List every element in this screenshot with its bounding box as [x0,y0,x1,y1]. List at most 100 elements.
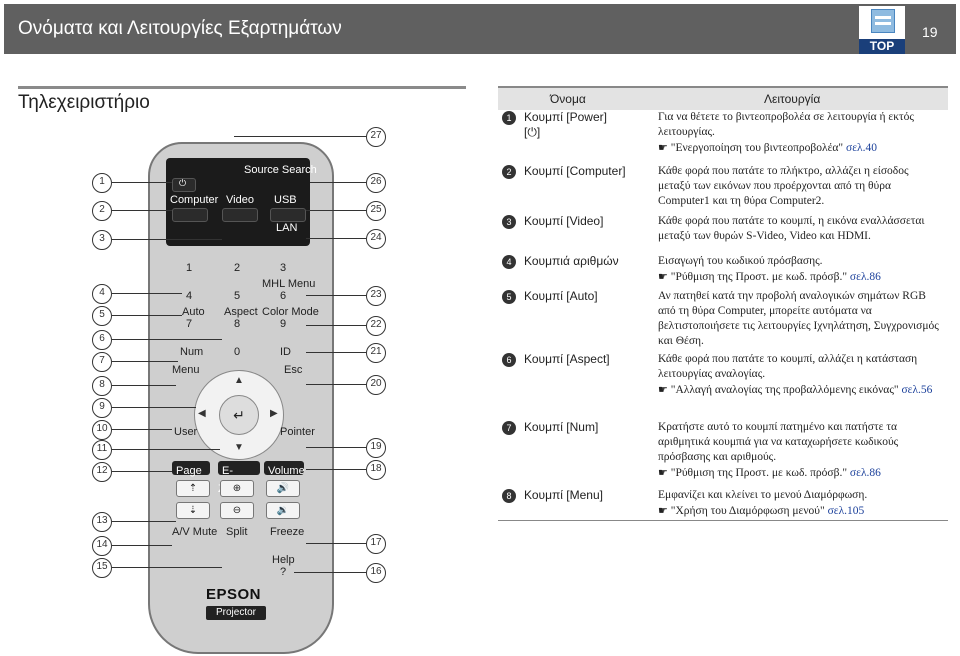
page-link[interactable]: σελ.56 [901,384,933,396]
function-text: Για να θέτετε το βιντεοπροβολέα σε λειτο… [658,111,914,138]
leader-line [112,545,172,546]
row-function: Κάθε φορά που πατάτε το κουμπί, αλλάζει … [658,352,942,398]
callout-15: 15 [92,558,112,578]
row-number: 8 [502,489,516,503]
page-link[interactable]: σελ.86 [849,467,881,479]
computer-label: Computer [170,194,219,206]
arrow-down-icon: ▼ [234,442,244,453]
row-name: Κουμπί [Aspect] [524,352,610,366]
av-mute-label: A/V Mute [172,526,218,538]
freeze-label: Freeze [270,526,305,538]
help-question-mark: ? [280,566,287,578]
callout-7: 7 [92,352,112,372]
volume-down-icon: 🔉 [266,502,300,519]
key-2-label: 2 [234,262,241,274]
page-header-title: Ονόματα και Λειτουργίες Εξαρτημάτων [18,18,342,39]
pointer-label: Pointer [280,426,315,438]
leader-line [306,210,366,211]
remote-top-panel [166,158,310,246]
row-name: Κουμπί [Power] [⏻] [524,110,607,139]
help-label: Help [272,554,295,566]
pointing-hand-icon: ☛ [658,270,668,283]
pointing-hand-icon: ☛ [658,504,668,517]
key-6-label: 6 [280,290,287,302]
row-function: Εισαγωγή του κωδικού πρόσβασης. ☛ "Ρύθμι… [658,254,942,285]
pointing-hand-icon: ☛ [658,466,668,479]
leader-line [306,543,366,544]
callout-22: 22 [366,316,386,336]
page-link[interactable]: σελ.105 [827,505,865,517]
top-button[interactable]: TOP [859,6,905,55]
row-number: 6 [502,353,516,367]
row-name: Κουμπί [Menu] [524,488,603,502]
power-button: ⏻ [172,178,196,192]
leader-line [310,182,366,183]
header-bar: Ονόματα και Λειτουργίες Εξαρτημάτων TOP … [4,4,956,55]
callout-5: 5 [92,306,112,326]
column-header-name: Όνομα [550,92,586,106]
callout-9: 9 [92,398,112,418]
callout-25: 25 [366,201,386,221]
row-function: Κάθε φορά που πατάτε το πλήκτρο, αλλάζει… [658,164,942,209]
color-mode-label: Color Mode [262,306,319,318]
callout-19: 19 [366,438,386,458]
table-bottom-rule [498,520,948,521]
row-function: Εμφανίζει και κλείνει το μενού Διαμόρφωσ… [658,488,942,519]
row-function: Κάθε φορά που πατάτε το κουμπί, η εικόνα… [658,214,942,244]
reference-title: "Αλλαγή αναλογίας της προβαλλόμενης εικό… [670,384,899,396]
callout-24: 24 [366,229,386,249]
callout-16: 16 [366,563,386,583]
callout-17: 17 [366,534,386,554]
cross-reference: ☛ "Ρύθμιση της Προστ. με κωδ. πρόσβ." σε… [658,465,942,481]
callout-21: 21 [366,343,386,363]
leader-line [112,361,178,362]
leader-line [112,471,172,472]
computer-button [172,208,208,222]
leader-line [112,407,196,408]
leader-line [306,469,366,470]
row-number: 2 [502,165,516,179]
page-up-icon: ⇡ [176,480,210,497]
reference-title: "Ρύθμιση της Προστ. με κωδ. πρόσβ." [670,467,848,479]
page-number: 19 [922,24,938,40]
aspect-label: Aspect [224,306,258,318]
page-link[interactable]: σελ.86 [849,271,881,283]
mhl-menu-label: MHL Menu [262,278,316,290]
top-label: TOP [859,39,905,54]
key-4-label: 4 [186,290,193,302]
reference-title: "Ρύθμιση της Προστ. με κωδ. πρόσβ." [670,271,848,283]
leader-line [112,293,182,294]
section-rule [18,86,466,89]
page-label: Page [176,465,202,477]
pointing-hand-icon: ☛ [658,383,668,396]
callout-12: 12 [92,462,112,482]
function-text: Κάθε φορά που πατάτε το κουμπί, αλλάζει … [658,353,918,380]
pointing-hand-icon: ☛ [658,141,668,154]
callout-6: 6 [92,330,112,350]
usb-label: USB [274,194,297,206]
lan-label: LAN [276,222,298,234]
video-label: Video [226,194,254,206]
key-1-label: 1 [186,262,193,274]
auto-label: Auto [182,306,205,318]
cross-reference: ☛ "Ρύθμιση της Προστ. με κωδ. πρόσβ." σε… [658,269,942,285]
row-number: 1 [502,111,516,125]
callout-11: 11 [92,440,112,460]
key-7-label: 7 [186,318,193,330]
row-function: Κρατήστε αυτό το κουμπί πατημένο και πατ… [658,420,942,481]
function-text: Εμφανίζει και κλείνει το μενού Διαμόρφωσ… [658,489,868,501]
reference-title: "Χρήση του Διαμόρφωση μενού" [670,505,825,517]
leader-line [112,339,222,340]
leader-line [112,239,222,240]
id-label: ID [280,346,291,358]
callout-20: 20 [366,375,386,395]
leader-line [306,352,366,353]
key-0-label: 0 [234,346,241,358]
leader-line [234,136,366,137]
page-link[interactable]: σελ.40 [846,142,877,154]
leader-line [306,295,366,296]
row-name: Κουμπί [Video] [524,214,604,228]
cross-reference: ☛ "Χρήση του Διαμόρφωση μενού" σελ.105 [658,503,942,519]
volume-label-box: Volume [264,461,305,477]
leader-line [306,384,366,385]
